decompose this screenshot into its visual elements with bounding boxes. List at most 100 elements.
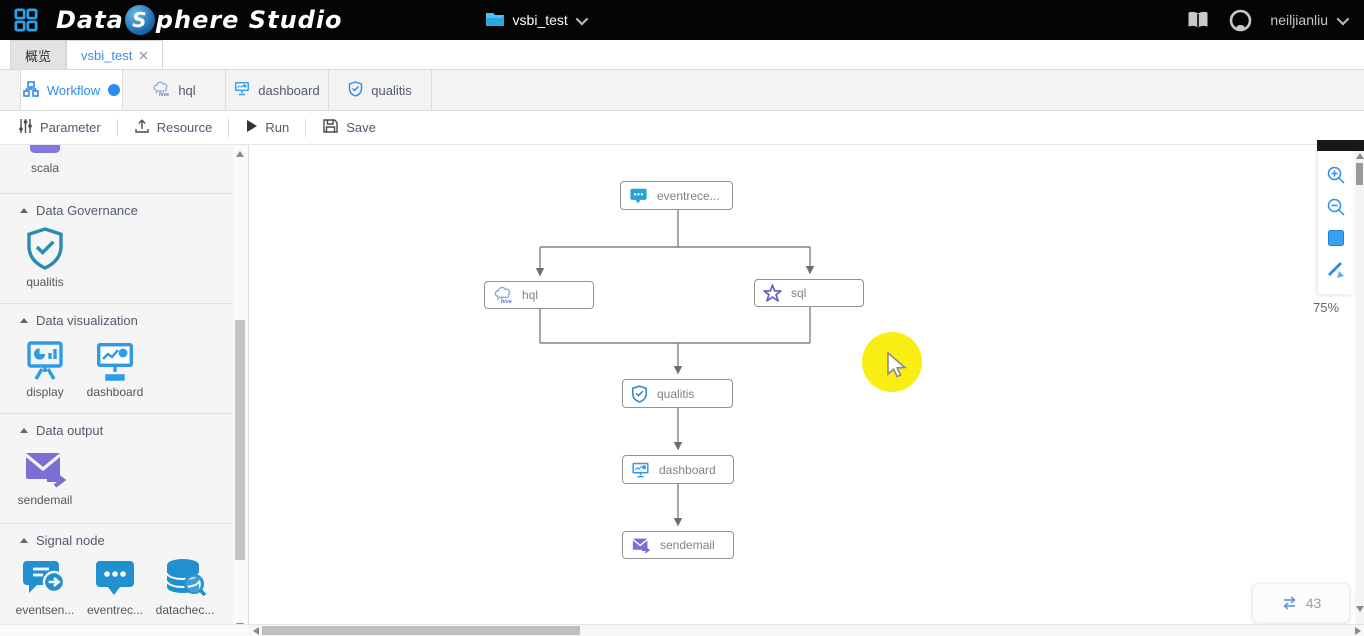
node-palette-sidebar: scala Data Governance qualitis Data visu… <box>0 145 233 636</box>
tab-vsbi-test[interactable]: vsbi_test <box>66 40 164 69</box>
node-qualitis[interactable]: qualitis <box>622 379 733 408</box>
toolbar-divider <box>116 118 118 137</box>
workflow-toolbar: Parameter Resource Run Save <box>0 111 1364 145</box>
shield-check-icon <box>631 384 648 403</box>
palette-item-label: qualitis <box>26 275 64 289</box>
node-hql[interactable]: hive hql <box>484 281 594 309</box>
monitor-chart-icon <box>632 462 649 478</box>
username: neiljianliu <box>1270 12 1328 28</box>
resource-label: Resource <box>156 120 213 135</box>
section-header-data-visualization[interactable]: Data visualization <box>20 313 138 328</box>
tab-workflow[interactable]: Workflow <box>20 70 123 110</box>
workflow-icon <box>23 80 39 100</box>
editor-tab-bar: Workflow hive hql dashboard qualitis <box>0 70 1364 111</box>
collapse-arrow-icon <box>20 428 28 433</box>
scroll-down-arrow[interactable] <box>1355 606 1364 612</box>
fit-view-icon[interactable] <box>1324 226 1348 250</box>
section-header-data-output[interactable]: Data output <box>20 423 103 438</box>
workflow-canvas[interactable] <box>248 145 1355 624</box>
scroll-left-arrow[interactable] <box>253 627 259 635</box>
scrollbar-thumb[interactable] <box>235 320 245 560</box>
palette-item-display[interactable]: display <box>14 337 76 399</box>
palette-item-label: eventsen... <box>15 603 75 617</box>
data-checker-icon <box>166 559 207 597</box>
docs-book-icon[interactable] <box>1186 8 1210 32</box>
swap-arrows-icon <box>1283 596 1296 610</box>
logo-part1: Data <box>56 6 124 34</box>
scroll-right-arrow[interactable] <box>1355 627 1361 635</box>
tab-label: vsbi_test <box>81 47 133 63</box>
palette-item-datachecker[interactable]: datachec... <box>154 557 216 617</box>
scroll-up-arrow[interactable] <box>236 151 244 157</box>
apps-grid-icon[interactable] <box>14 8 38 32</box>
run-label: Run <box>265 120 290 135</box>
shield-check-icon <box>27 227 63 270</box>
section-divider <box>0 523 233 524</box>
node-label: sql <box>791 286 807 300</box>
hive-icon: hive <box>152 81 170 100</box>
palette-item-label: eventrec... <box>86 603 144 617</box>
play-icon <box>245 119 258 136</box>
node-label: dashboard <box>659 462 716 477</box>
run-button[interactable]: Run <box>229 111 305 144</box>
palette-item-qualitis[interactable]: qualitis <box>14 227 76 289</box>
zoom-level-label: 75% <box>1313 300 1340 315</box>
shield-check-icon <box>348 80 363 100</box>
node-label: sendemail <box>660 538 715 552</box>
palette-item-eventreceiver[interactable]: eventrec... <box>84 557 146 617</box>
github-icon[interactable] <box>1228 8 1252 32</box>
node-dashboard[interactable]: dashboard <box>622 455 734 484</box>
palette-item-scala[interactable]: scala <box>14 145 76 175</box>
parameter-button[interactable]: Parameter <box>2 111 117 144</box>
scala-icon <box>30 145 60 153</box>
canvas-v-scrollbar[interactable] <box>1355 151 1364 624</box>
section-divider <box>0 193 233 194</box>
tab-label: 概览 <box>25 48 52 64</box>
toolbar-divider <box>305 118 307 137</box>
parameter-label: Parameter <box>40 120 101 135</box>
event-receiver-icon <box>96 561 134 595</box>
tab-overview[interactable]: 概览 <box>10 40 67 69</box>
tab-hql[interactable]: hive hql <box>123 70 226 110</box>
edge-counter-card[interactable]: 43 <box>1252 583 1350 623</box>
tab-dashboard[interactable]: dashboard <box>226 70 329 110</box>
close-icon[interactable] <box>139 48 148 63</box>
logo-part2: phere Studio <box>155 6 343 34</box>
zoom-out-icon[interactable] <box>1324 195 1348 219</box>
canvas-h-scrollbar[interactable] <box>248 624 1364 636</box>
zoom-in-icon[interactable] <box>1324 163 1348 187</box>
node-eventreceiver[interactable]: eventrece... <box>620 181 733 210</box>
folder-icon <box>485 10 505 30</box>
format-layout-icon[interactable] <box>1324 258 1348 282</box>
project-selector[interactable]: vsbi_test <box>485 10 589 30</box>
resource-button[interactable]: Resource <box>118 111 229 144</box>
node-sendemail[interactable]: sendemail <box>622 531 734 559</box>
section-header-signal-node[interactable]: Signal node <box>20 533 105 548</box>
sliders-icon <box>18 118 33 137</box>
monitor-chart-icon <box>97 343 133 381</box>
palette-item-dashboard[interactable]: dashboard <box>84 337 146 399</box>
section-header-data-governance[interactable]: Data Governance <box>20 203 138 218</box>
section-title: Data output <box>36 423 104 438</box>
project-name: vsbi_test <box>512 12 568 28</box>
save-button[interactable]: Save <box>306 111 392 144</box>
palette-item-sendemail[interactable]: sendemail <box>14 447 76 507</box>
node-sql[interactable]: sql <box>754 279 864 307</box>
collapse-arrow-icon <box>20 318 28 323</box>
user-menu[interactable]: neiljianliu <box>1270 12 1350 28</box>
node-label: hql <box>522 288 539 302</box>
palette-item-eventsender[interactable]: eventsen... <box>14 557 76 617</box>
send-mail-icon <box>24 453 67 488</box>
scroll-up-arrow[interactable] <box>1355 153 1364 159</box>
unsaved-dot-icon <box>108 84 121 96</box>
tab-label: dashboard <box>258 82 320 98</box>
save-label: Save <box>346 120 376 135</box>
section-title: Signal node <box>36 533 105 548</box>
collapse-arrow-icon <box>20 538 28 543</box>
tab-qualitis[interactable]: qualitis <box>329 70 432 110</box>
scrollbar-thumb[interactable] <box>1356 163 1363 185</box>
sidebar-scrollbar[interactable] <box>233 145 248 636</box>
scrollbar-thumb[interactable] <box>262 626 580 635</box>
